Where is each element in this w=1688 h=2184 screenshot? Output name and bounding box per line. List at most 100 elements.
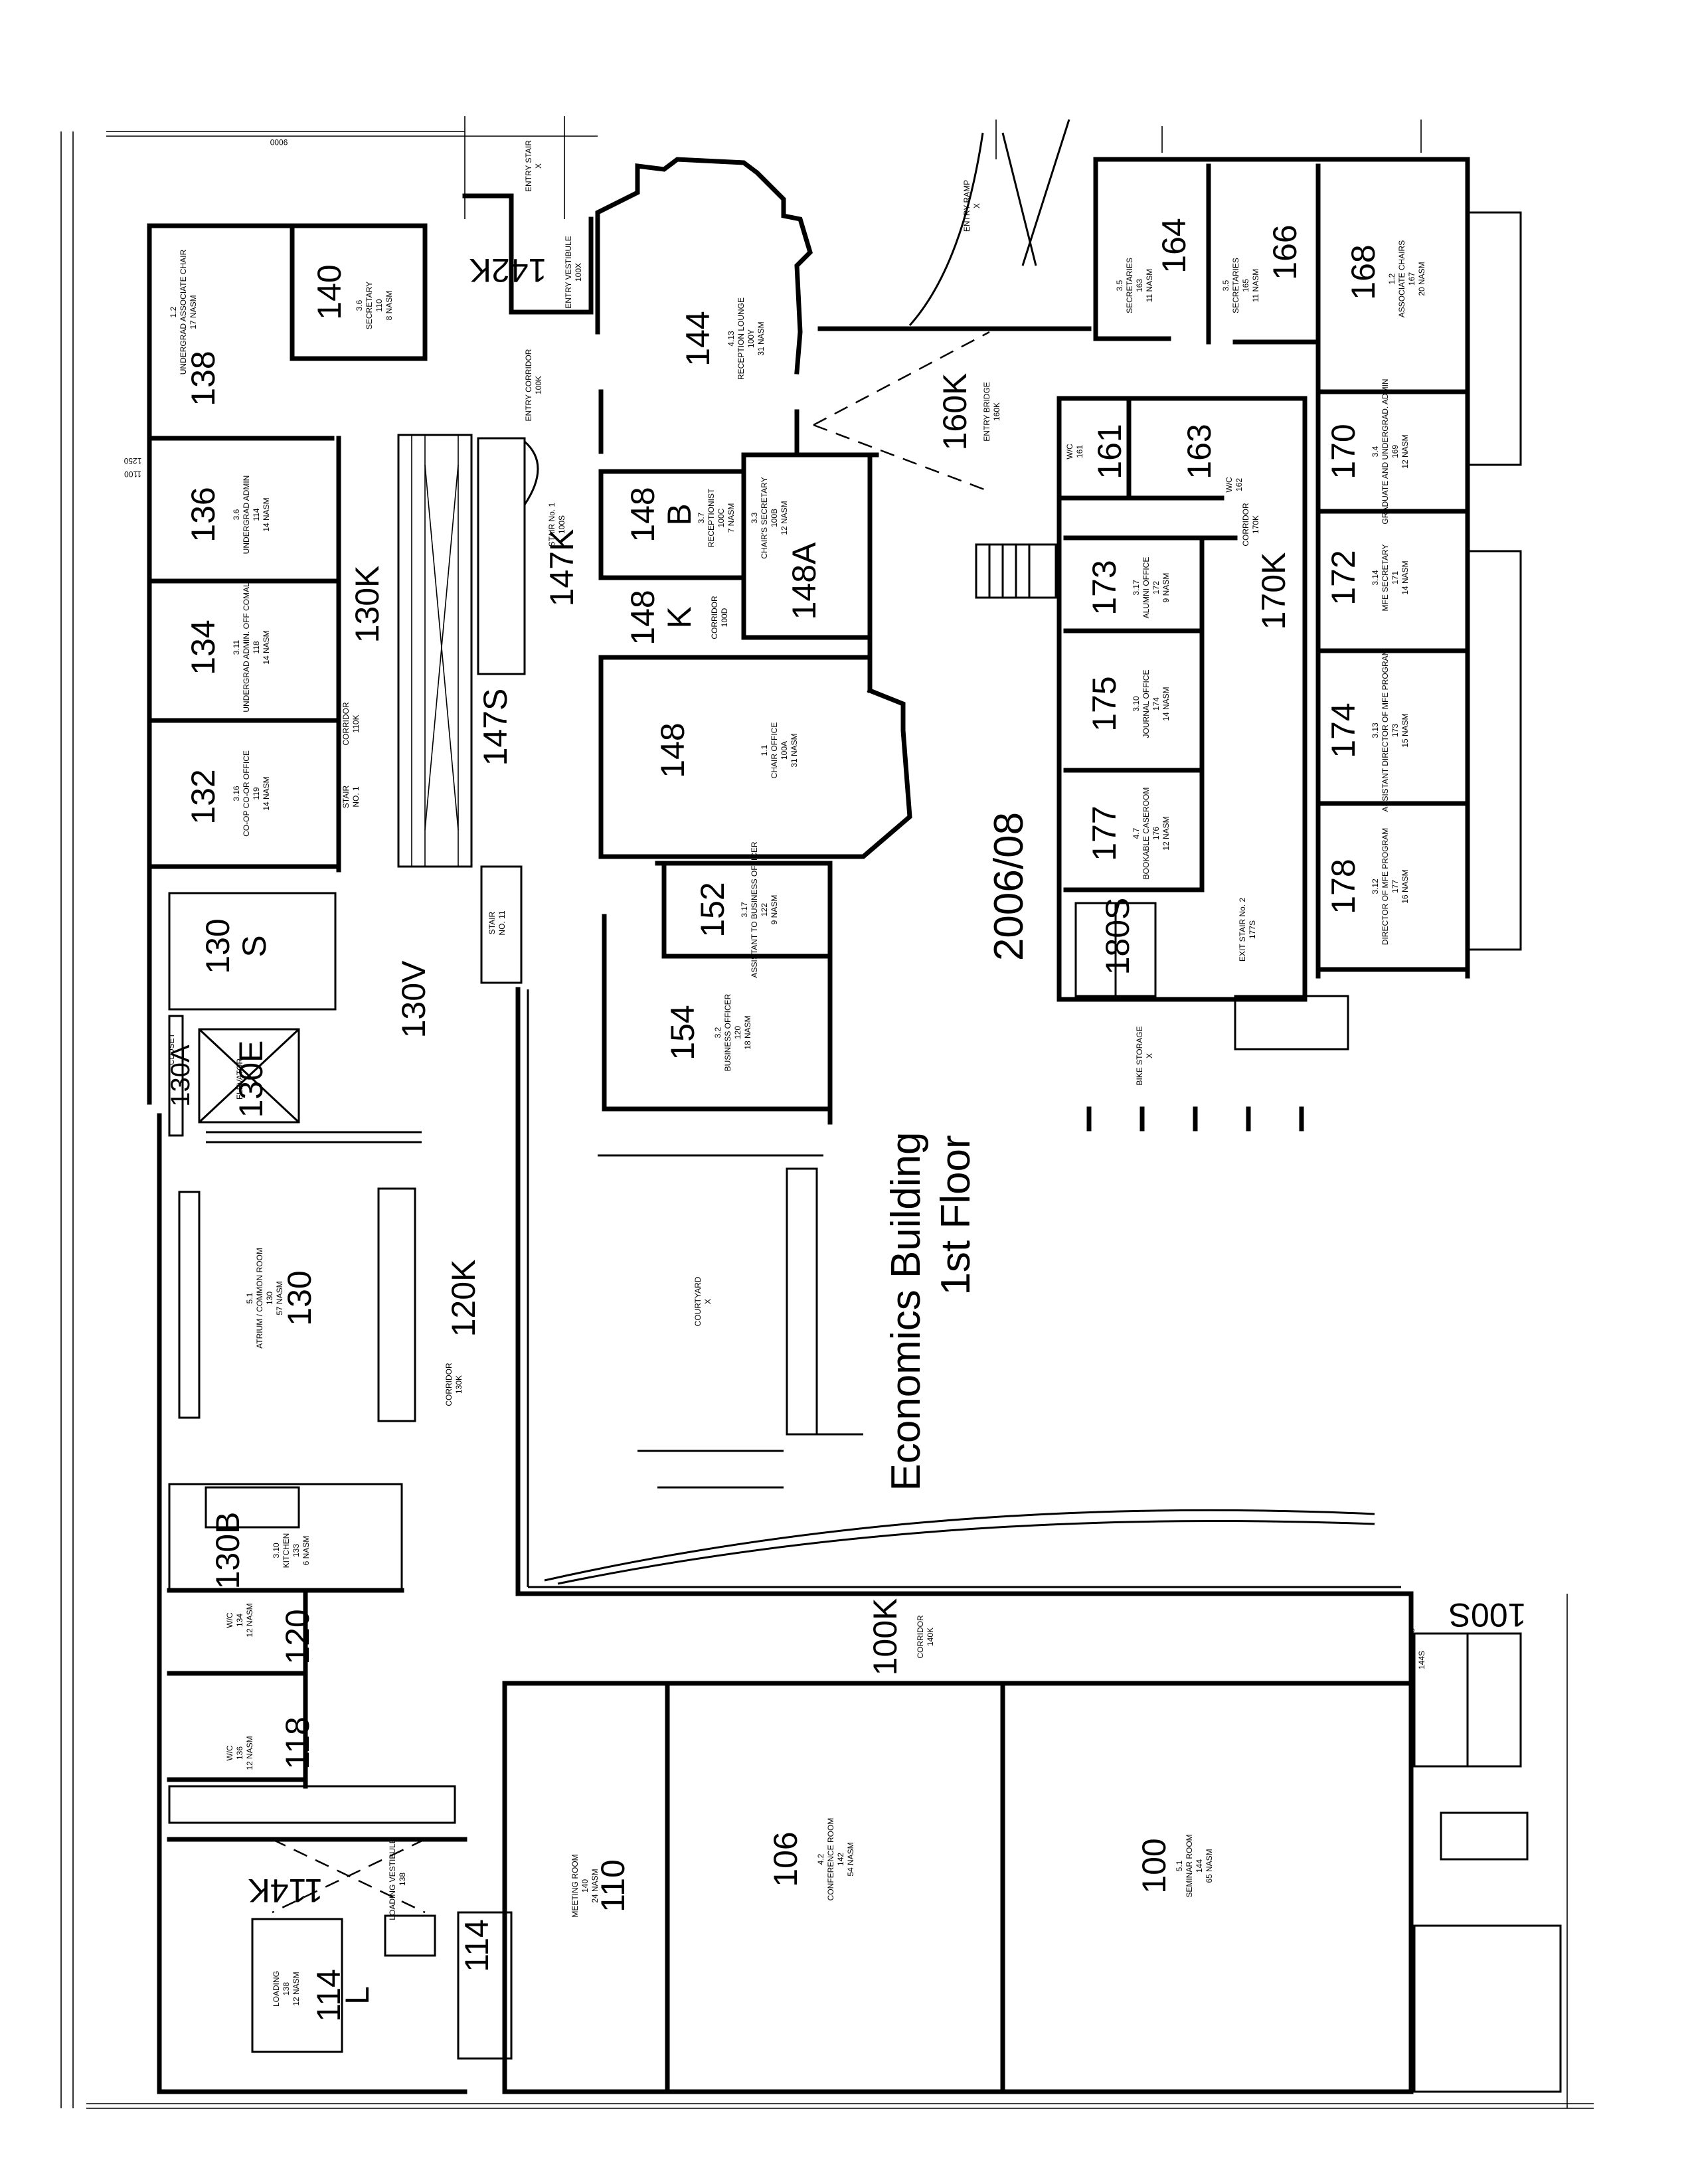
room-number-148A: 148A: [786, 542, 823, 620]
room-142K-type: ENTRY VESTIBULE: [564, 236, 573, 309]
room-138-area: 17 NASM: [189, 295, 198, 329]
room-144-type: RECEPTION LOUNGE: [736, 297, 746, 380]
room-163-type: W/C: [1224, 477, 1234, 493]
stair-no1-type: STAIR: [341, 785, 351, 808]
room-132-tag: 119: [252, 787, 261, 799]
entry-stair-tag: X: [534, 163, 543, 169]
room-164-tag: 163: [1135, 279, 1144, 292]
room-140-type: SECRETARY: [365, 282, 374, 329]
room-134-type: UNDERGRAD ADMIN. OFF COMAL: [242, 582, 251, 713]
room-130B-area: 6 NASM: [301, 1536, 311, 1566]
room-148-code: 1.1: [760, 744, 769, 756]
bike-storage-type: BIKE STORAGE: [1135, 1026, 1144, 1085]
room-164-type: SECRETARIES: [1125, 258, 1134, 313]
room-148K-tag: 100D: [720, 608, 729, 627]
room-138-code: 1.2: [169, 306, 178, 317]
room-154-code: 3.2: [713, 1027, 722, 1038]
room-163-tag: 162: [1234, 478, 1244, 491]
room-174-tag: 173: [1391, 724, 1400, 737]
room-154-type: BUSINESS OFFICER: [723, 993, 732, 1071]
room-100-tag: 144: [1195, 1859, 1204, 1873]
room-100K-type: CORRIDOR: [916, 1615, 925, 1659]
room-number-114K: 114K: [248, 1872, 323, 1909]
room-180S-tag: 177S: [1248, 920, 1257, 939]
room-number-144: 144: [679, 311, 717, 366]
room-164-code: 3.5: [1115, 280, 1124, 291]
room-number-147S: 147S: [477, 689, 514, 766]
room-168-type: ASSOCIATE CHAIRS: [1397, 240, 1406, 317]
room-142K-tag: 100X: [574, 263, 583, 282]
room-180S-type: EXIT STAIR No. 2: [1238, 898, 1247, 962]
room-130B-code: 3.10: [272, 1543, 281, 1558]
room-136-tag: 114: [252, 508, 261, 521]
room-154-area: 18 NASM: [743, 1015, 752, 1049]
room-130E-type: ELEVATOR: [235, 1058, 244, 1100]
entry-ramp-tag: X: [972, 203, 981, 209]
room-175-code: 3.10: [1132, 696, 1141, 712]
room-148A-code: 3.3: [750, 512, 759, 523]
room-136-code: 3.6: [232, 509, 241, 520]
room-100-code: 5.1: [1175, 1860, 1184, 1871]
room-number-114b: 114: [458, 1919, 495, 1972]
room-number-140: 140: [311, 264, 348, 319]
room-152-area: 9 NASM: [770, 895, 779, 925]
room-120-area: 12 NASM: [245, 1603, 254, 1637]
entry-ramp-type: ENTRY RAMP: [962, 180, 971, 232]
room-number-134: 134: [185, 620, 222, 675]
room-177-code: 4.7: [1132, 827, 1141, 839]
room-173-tag: 172: [1151, 581, 1161, 594]
room-100-area: 65 NASM: [1205, 1849, 1214, 1883]
room-177-area: 12 NASM: [1161, 816, 1171, 850]
room-175-type: JOURNAL OFFICE: [1141, 670, 1151, 738]
room-170-code: 3.4: [1371, 446, 1380, 457]
room-number-148B-sub: B: [661, 503, 698, 525]
room-106-area: 54 NASM: [846, 1842, 855, 1876]
room-114-type: LOADING: [272, 1971, 281, 2007]
room-161-type: W/C: [1065, 444, 1074, 460]
room-descriptors: 1.2 UNDERGRAD ASSOCIATE CHAIR 17 NASM 3.…: [167, 140, 1426, 2007]
room-number-172: 172: [1325, 550, 1362, 605]
room-110-area: 24 NASM: [590, 1869, 600, 1902]
room-134-tag: 118: [252, 641, 261, 653]
room-170-tag: 169: [1391, 445, 1400, 458]
room-175-area: 14 NASM: [1161, 687, 1171, 720]
room-118-type: W/C: [225, 1745, 234, 1761]
room-147K-tag: 100S: [557, 515, 566, 534]
main-stair: [397, 434, 539, 868]
room-number-130S-sub: S: [236, 935, 273, 957]
dimension-left-a: 1250: [124, 456, 141, 465]
room-148B-code: 3.7: [697, 512, 706, 523]
room-144-area: 31 NASM: [756, 321, 766, 355]
room-number-174: 174: [1325, 703, 1362, 758]
room-174-type: ASSISTANT DIRECTOR OF MFE PROGRAM: [1381, 649, 1390, 811]
room-114-tag: 138: [282, 1982, 291, 1995]
room-144-tag: 100Y: [746, 329, 756, 348]
room-148-tag: 100A: [780, 741, 789, 760]
dimension-left-b: 1100: [124, 469, 141, 479]
dimension-labels: 9000 1250 1100: [124, 137, 288, 479]
room-106-tag: 142: [836, 1853, 845, 1866]
room-number-114: 114: [310, 1969, 347, 2022]
room-number-130: 130: [281, 1270, 318, 1325]
room-178-code: 3.12: [1371, 879, 1380, 894]
room-130B-tag: 133: [292, 1544, 301, 1557]
room-164-area: 11 NASM: [1145, 269, 1154, 302]
room-114K-tag: 138: [398, 1873, 407, 1886]
room-148A-type: CHAIR'S SECRETARY: [760, 477, 769, 558]
room-160K-type: ENTRY BRIDGE: [982, 382, 991, 442]
room-110-type: MEETING ROOM: [570, 1854, 580, 1917]
room-148A-area: 12 NASM: [780, 501, 789, 535]
room-number-110: 110: [594, 1859, 632, 1912]
room-148B-area: 7 NASM: [726, 503, 736, 533]
room-number-130S: 130: [199, 918, 236, 973]
room-110-tag: 140: [580, 1879, 590, 1892]
room-160K-tag: 160K: [992, 402, 1001, 421]
room-170K-tag: 170K: [1251, 515, 1260, 534]
room-number-148K: 148: [624, 590, 661, 645]
room-120-tag: 134: [235, 1614, 244, 1627]
room-148K-type: CORRIDOR: [710, 596, 719, 639]
room-number-166: 166: [1266, 224, 1304, 280]
room-172-code: 3.14: [1371, 570, 1380, 586]
bottom-wing-walls: [502, 1591, 1562, 2094]
room-130K-type: CORRIDOR: [341, 702, 351, 746]
